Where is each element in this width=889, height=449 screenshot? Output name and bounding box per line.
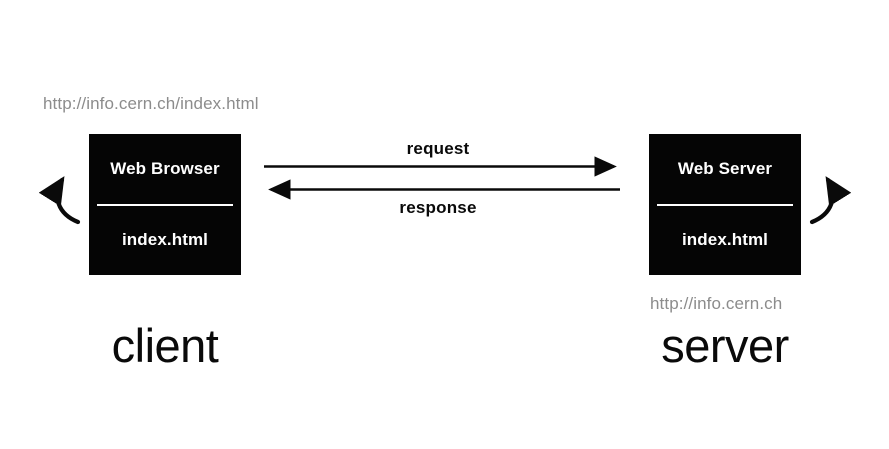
server-loop-arrow-icon: [809, 176, 852, 225]
server-node-box: Web Server index.html: [649, 134, 801, 275]
server-box-top-label: Web Server: [677, 158, 773, 178]
client-url-label: http://info.cern.ch/index.html: [43, 94, 259, 113]
client-box-divider: [97, 203, 233, 206]
server-box-bottom-label: index.html: [681, 230, 768, 250]
client-box-top-label: Web Browser: [110, 158, 220, 178]
request-arrow-label: request: [406, 139, 470, 158]
server-url-label: http://info.cern.ch: [650, 294, 783, 313]
client-box-bottom-label: index.html: [121, 230, 208, 250]
client-node-box: Web Browser index.html: [89, 134, 241, 275]
server-box-divider: [657, 203, 793, 206]
client-role-label: client: [111, 319, 219, 372]
server-role-label: server: [661, 319, 789, 372]
response-arrow-label: response: [399, 198, 477, 217]
client-loop-arrow-icon: [38, 176, 81, 225]
